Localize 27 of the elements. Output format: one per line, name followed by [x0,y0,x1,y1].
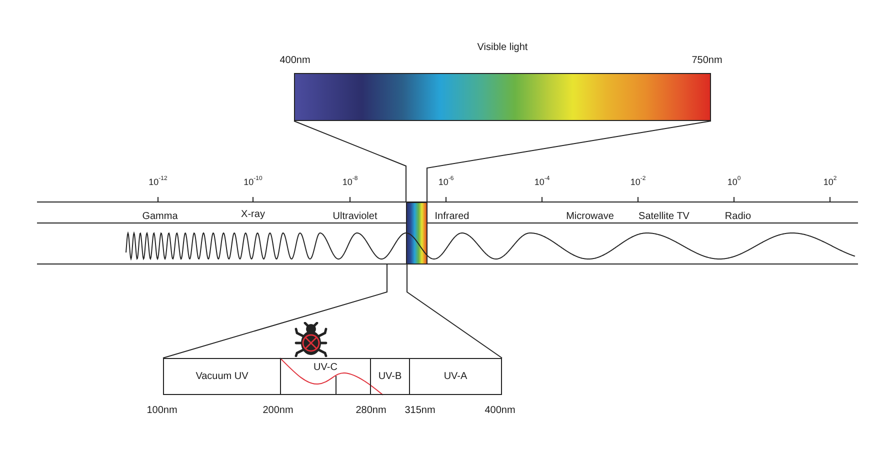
uv-band-cell: Vacuum UV [163,358,281,395]
wavelength-label: 100nm [146,405,178,416]
scale-label: 10$^{0}$ [727,177,741,188]
uv-band-cell: UV-A [409,358,502,395]
uv-band-cell: UV-C [280,358,371,395]
scale-label: 10$^{2}$ [823,177,837,188]
band-label: Satellite TV [638,211,690,222]
band-label: Microwave [566,211,614,222]
wavelength-label: 315nm [404,405,436,416]
band-label: X-ray [241,209,265,220]
wavelength-label: 400nm [280,55,310,66]
spectrum-heading: Visible light [477,42,528,53]
wavelength-label: 400nm [484,405,516,416]
scale-label: 10$^{-12}$ [148,177,168,188]
scale-label: 10$^{-4}$ [534,177,550,188]
scale-label: 10$^{-2}$ [630,177,646,188]
wavelength-label: 280nm [356,405,386,416]
scale-label: 10$^{-8}$ [342,177,358,188]
band-label: Infrared [434,211,470,222]
band-label: Ultraviolet [332,211,378,222]
wavelength-label: 750nm [692,55,722,66]
band-label: Gamma [142,211,178,222]
scale-label: 10$^{-10}$ [244,177,262,188]
uv-band-cell: UV-B [370,358,410,395]
scale-label: 10$^{-6}$ [438,177,454,188]
wavelength-label: 200nm [262,405,294,416]
band-label: Radio [724,211,752,222]
